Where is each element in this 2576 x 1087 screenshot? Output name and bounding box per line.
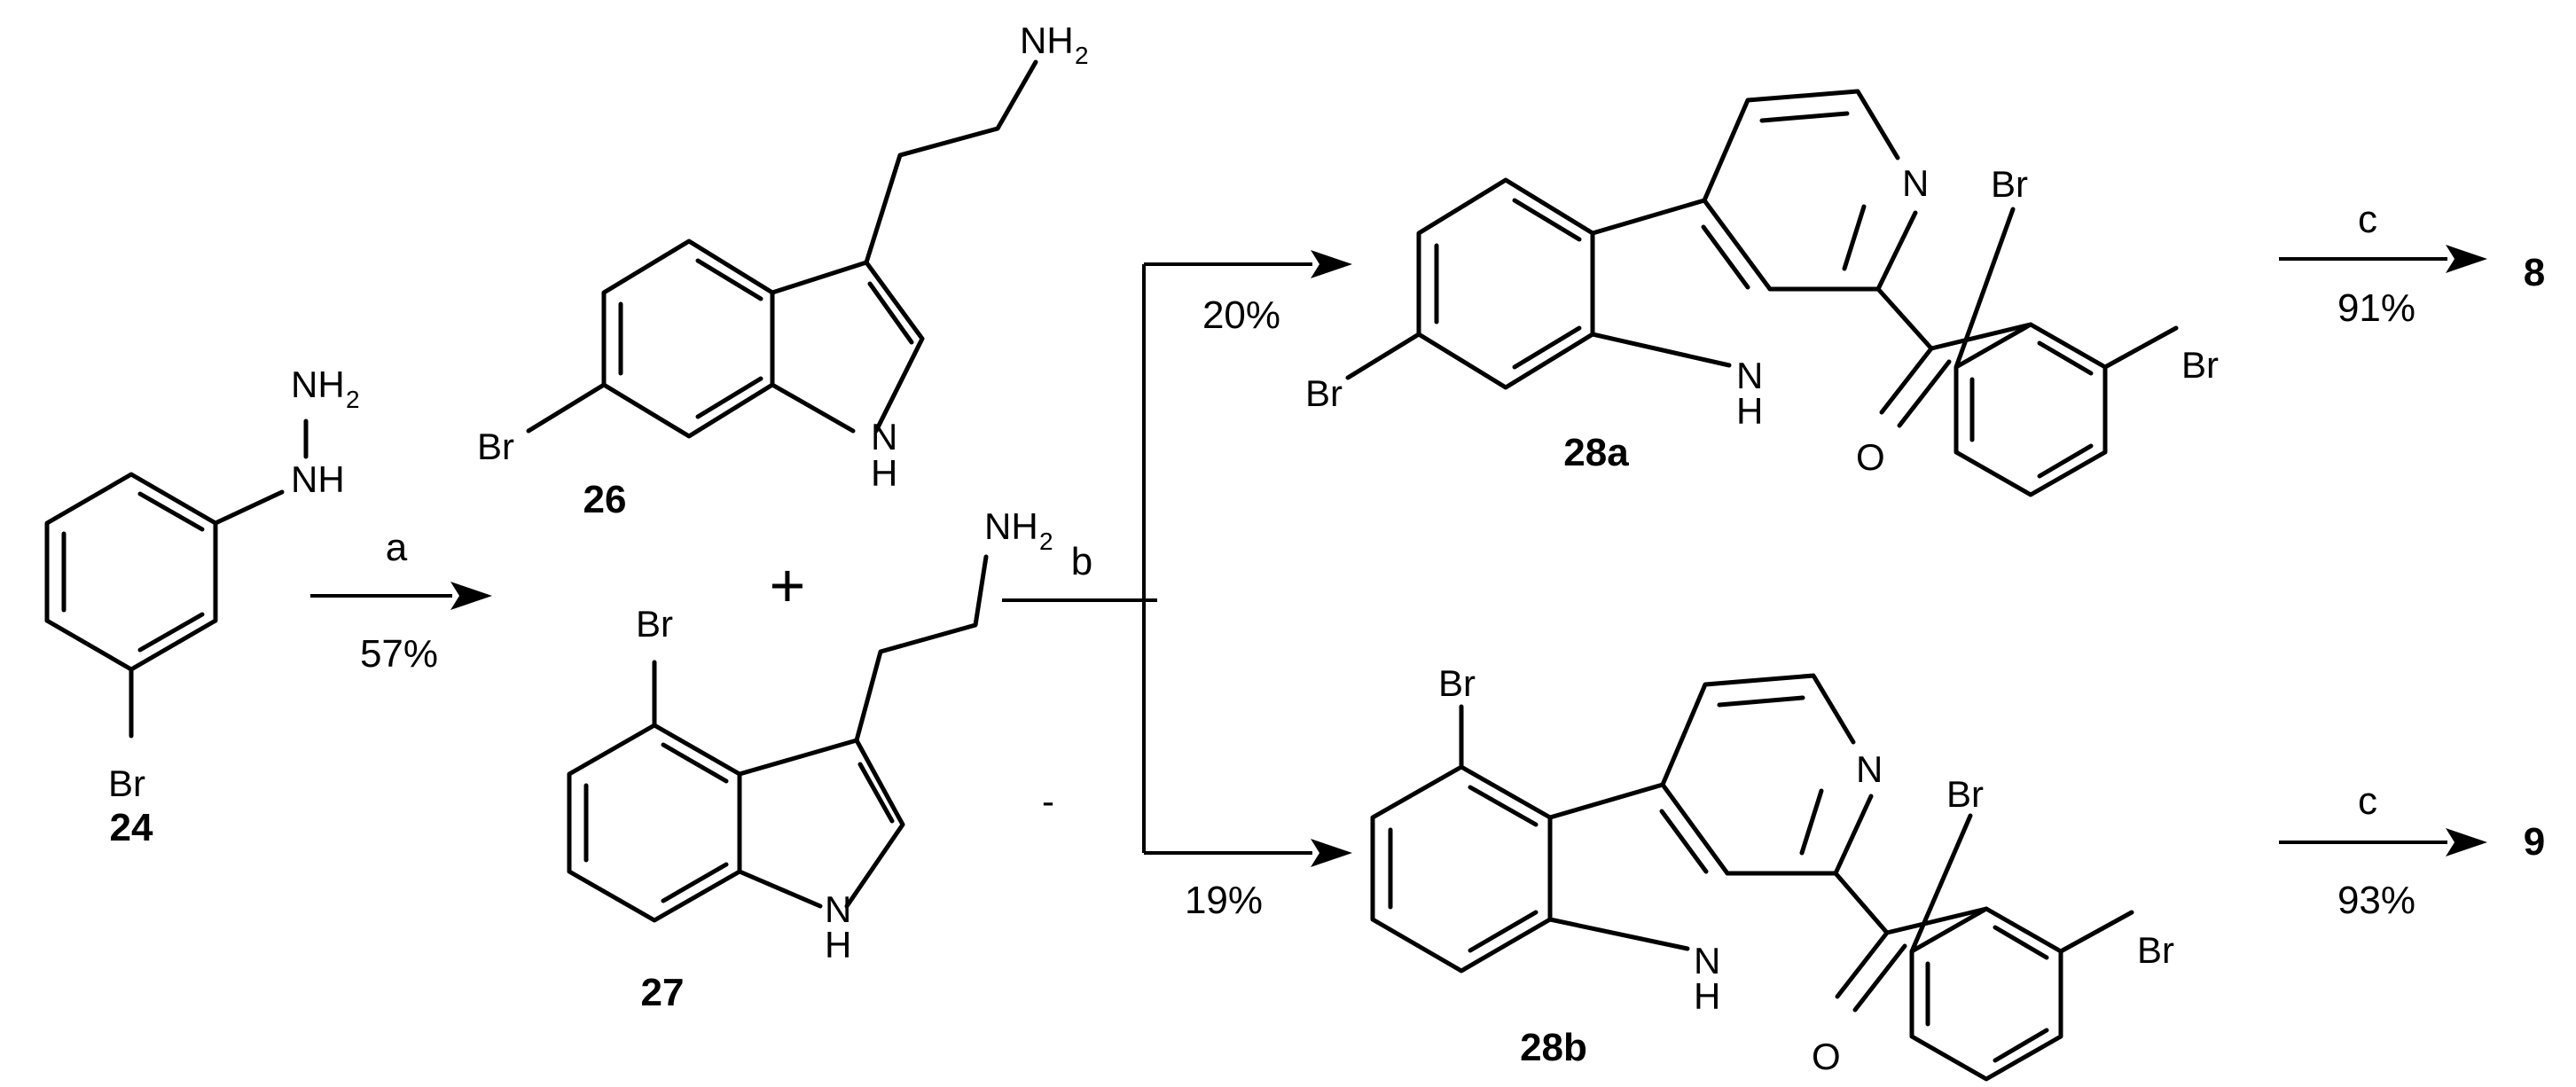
- arrow-a: [310, 582, 492, 610]
- step-a-reagent: a: [386, 526, 408, 569]
- step-c-bottom-reagent: c: [2358, 779, 2377, 823]
- atom-h-28a: H: [1736, 390, 1763, 432]
- compound-label-28a: 28a: [1563, 431, 1629, 474]
- step-c-top-reagent: c: [2358, 198, 2377, 241]
- atom-nh2-27-sub: 2: [1039, 528, 1053, 555]
- structure-24: [44, 418, 309, 739]
- atom-h-27: H: [825, 924, 851, 966]
- stray-mark: -: [1042, 780, 1054, 822]
- atom-br-28b-para: Br: [2137, 929, 2174, 971]
- atom-nh2-n: NH: [291, 364, 345, 405]
- atom-o-28a: O: [1856, 436, 1885, 478]
- compound-label-24: 24: [110, 806, 153, 849]
- atom-nh-27: N: [825, 888, 851, 930]
- atom-nh2-26: NH: [1020, 20, 1074, 61]
- atom-n-28a: N: [1902, 162, 1929, 204]
- structure-28a: [1345, 89, 2179, 497]
- atom-o-28b: O: [1812, 1036, 1841, 1077]
- atom-nh2-26-sub: 2: [1075, 42, 1089, 69]
- arrow-c-top: [2279, 245, 2487, 273]
- compound-label-8: 8: [2524, 251, 2545, 294]
- atom-n-28b: N: [1856, 748, 1883, 790]
- compound-label-26: 26: [583, 478, 627, 521]
- step-c-top-yield: 91%: [2337, 286, 2415, 330]
- arrow-c-bottom: [2279, 828, 2487, 856]
- step-a-yield: 57%: [360, 632, 438, 676]
- step-bottom-yield: 19%: [1185, 879, 1263, 922]
- atom-br-28a-left: Br: [1305, 372, 1343, 414]
- compound-label-27: 27: [641, 971, 685, 1014]
- plus-sign: +: [770, 551, 806, 620]
- atom-br-28a-para: Br: [2181, 344, 2219, 386]
- atom-nh2-27: NH: [984, 505, 1038, 547]
- atom-br-24: Br: [108, 762, 145, 804]
- atom-br-28b-peri: Br: [1438, 662, 1476, 704]
- atom-h-28b: H: [1694, 975, 1720, 1017]
- structure-27: [567, 554, 989, 923]
- compound-label-28b: 28b: [1520, 1026, 1587, 1069]
- atom-nh-26: N: [871, 416, 897, 457]
- atom-br-27: Br: [636, 603, 673, 645]
- arrow-b-branch: [1002, 250, 1352, 867]
- atom-nh: NH: [291, 458, 345, 500]
- structure-26: [526, 59, 1038, 439]
- atom-br-26: Br: [477, 426, 514, 467]
- atom-nh2-sub: 2: [346, 386, 360, 413]
- atom-nh-28b: N: [1694, 940, 1720, 981]
- atom-h-26: H: [871, 452, 897, 494]
- structure-28b: [1370, 673, 2134, 1082]
- step-c-bottom-yield: 93%: [2337, 879, 2415, 922]
- step-b-reagent: b: [1071, 540, 1092, 583]
- atom-nh-28a: N: [1736, 355, 1763, 396]
- atom-br-28b-ortho: Br: [1946, 773, 1984, 815]
- atom-br-28a-ortho: Br: [1991, 163, 2028, 205]
- compound-label-9: 9: [2524, 820, 2545, 864]
- step-top-yield: 20%: [1202, 293, 1280, 337]
